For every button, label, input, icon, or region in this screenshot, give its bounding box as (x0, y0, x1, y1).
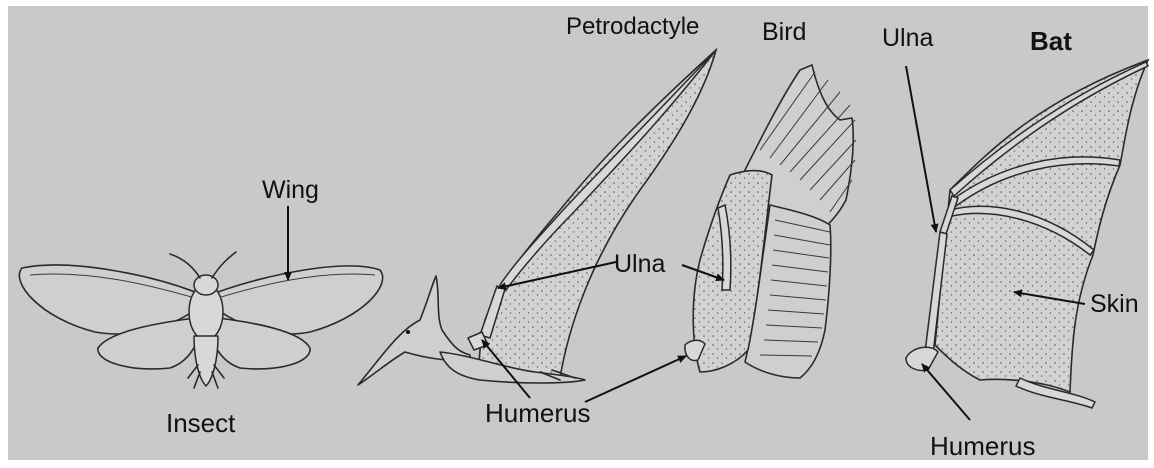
label-ulna-center: Ulna (614, 250, 666, 278)
label-bird: Bird (762, 18, 806, 46)
label-ulna-bat: Ulna (882, 24, 934, 52)
label-skin: Skin (1090, 290, 1139, 318)
insect-antenna-left (170, 254, 200, 278)
label-petrodactyle: Petrodactyle (566, 13, 699, 40)
arrow-humerus-bird (585, 356, 686, 402)
bat-drawing (906, 60, 1148, 408)
label-wing: Wing (262, 176, 319, 204)
insect-antenna-right (212, 252, 236, 278)
bird-drawing (685, 65, 856, 378)
petrodactyle-wing-membrane (479, 50, 716, 378)
insect-drawing (19, 252, 382, 388)
arrow-humerus-bat (922, 364, 970, 420)
label-insect: Insect (166, 408, 236, 438)
bat-humerus-bone (906, 347, 938, 370)
petrodactyle-finger-bone (500, 50, 716, 290)
label-humerus-center: Humerus (485, 398, 590, 428)
insect-head (194, 275, 218, 295)
label-bat: Bat (1030, 26, 1072, 56)
label-humerus-bat: Humerus (930, 431, 1035, 461)
petrodactyle-drawing (358, 50, 716, 385)
arrow-ulna-bat (906, 66, 936, 232)
